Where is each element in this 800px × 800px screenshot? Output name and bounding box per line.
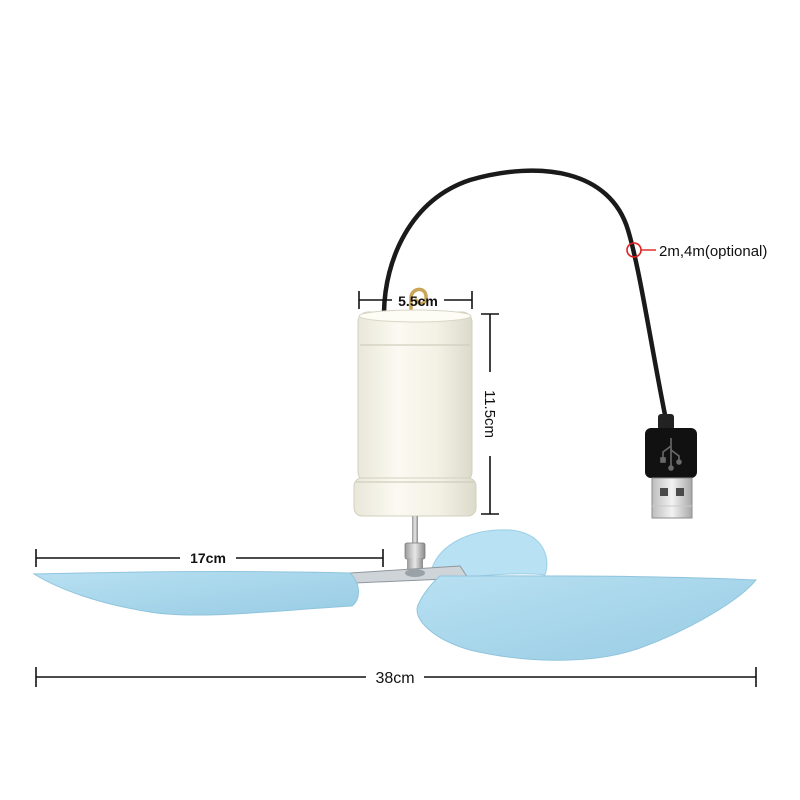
- total-span-label: 38cm: [375, 670, 414, 687]
- usb-icon: [660, 438, 682, 471]
- usb-plug: [645, 414, 697, 519]
- hanging-hook: [409, 287, 428, 315]
- motor-shaft: [404, 516, 426, 572]
- usb-cable: [381, 168, 669, 423]
- height-label: 11.5cm: [481, 390, 498, 438]
- motor-housing: [353, 309, 477, 517]
- dimension-total-span: 38cm: [35, 667, 757, 687]
- blade-length-label: 17cm: [190, 550, 226, 566]
- dimension-top-width: 5.5cm: [358, 291, 473, 309]
- cable-length-marker: 2m,4m(optional): [626, 242, 767, 260]
- dimension-height: 11.5cm: [481, 313, 499, 515]
- top-width-label: 5.5cm: [398, 293, 438, 309]
- fan-blades: [32, 529, 758, 661]
- cable-length-label: 2m,4m(optional): [659, 243, 767, 260]
- fan-blade-left: [32, 570, 359, 616]
- dimension-blade-length: 17cm: [35, 549, 384, 567]
- fan-blade-right: [416, 575, 758, 661]
